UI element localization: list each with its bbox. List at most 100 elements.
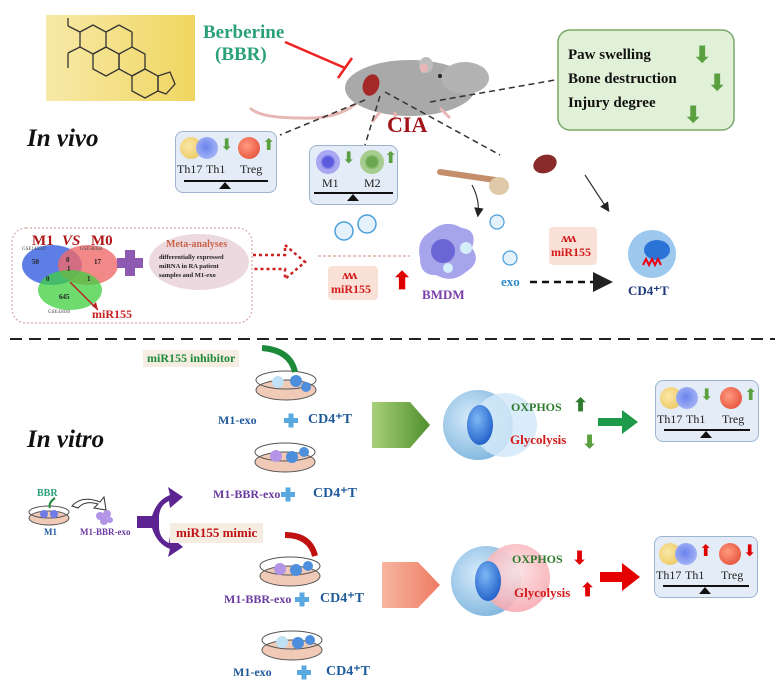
venn-count: 1 — [67, 265, 71, 273]
venn-title-m0: M0 — [91, 233, 113, 249]
cd4-label: CD4⁺T — [628, 283, 669, 298]
dish-left-label: M1-BBR-exo — [213, 487, 281, 501]
mouse-illustration — [248, 57, 489, 123]
dish-right-label: CD4⁺T — [308, 412, 352, 427]
exo-label: exo — [501, 274, 520, 289]
glycolysis-label: Glycolysis — [510, 432, 567, 447]
branching-arrow — [137, 487, 183, 557]
th1-cell-icon — [676, 387, 698, 409]
inhibitor-arrow — [261, 345, 298, 373]
treg-cell-icon — [238, 137, 260, 159]
th17-label: Th17 — [177, 162, 203, 176]
in-vivo-title: In vivo — [27, 125, 99, 152]
m2-cell-icon — [360, 150, 384, 174]
outcome-injury-degree: Injury degree — [568, 95, 656, 111]
connector-lines — [279, 79, 556, 156]
up-arrow-icon: ⬆ — [384, 150, 398, 167]
down-arrow-icon: ⬇ — [708, 70, 727, 95]
outcome-paw-swelling: Paw swelling — [568, 47, 651, 63]
down-arrow-icon: ⬇ — [582, 432, 598, 452]
tcell-result-card-upper: ⬇ ⬆ Th17 Th1 Treg — [655, 380, 759, 442]
meta-line: miRNA in RA patient — [159, 263, 219, 270]
fulcrum-icon — [347, 194, 359, 201]
plus-icon — [117, 250, 143, 276]
down-arrow-icon: ⬇ — [220, 137, 234, 154]
dish-right-label: CD4⁺T — [320, 591, 364, 606]
balance-beam — [184, 180, 268, 182]
meta-title: Meta-analyses — [166, 239, 228, 250]
treg-cell-icon — [720, 387, 742, 409]
red-result-arrow — [600, 563, 640, 591]
oxphos-label: OXPHOS — [512, 552, 563, 566]
glycolysis-label: Glycolysis — [514, 585, 571, 600]
macrophage-balance-card: ⬇ ⬆ M1 M2 — [309, 145, 398, 205]
balance-beam — [663, 585, 749, 587]
down-arrow-icon: ⬇ — [693, 42, 712, 67]
meta-line: samples and M1-exo — [159, 272, 216, 279]
venn-count: 0 — [66, 256, 70, 264]
outcome-bone-destruction: Bone destruction — [568, 71, 677, 87]
venn-set-label: GSE58458 — [80, 247, 102, 252]
exosome-cluster — [96, 510, 113, 525]
bmdm-label: BMDM — [422, 287, 465, 302]
th1-label: Th1 — [686, 412, 706, 426]
venn-title-vs: VS — [62, 233, 81, 249]
th17-label: Th17 — [657, 412, 683, 426]
mir155-label: miR155 — [331, 282, 371, 296]
salmon-chevron-arrow — [382, 562, 440, 608]
oxphos-label: OXPHOS — [511, 400, 562, 414]
venn-mir155-label: miR155 — [92, 307, 132, 321]
in-vitro-title: In vitro — [27, 426, 105, 453]
m1-cell-icon — [316, 150, 340, 174]
mir155-box-mid: ʌʌʌ miR155 — [549, 227, 597, 265]
green-result-arrow — [598, 410, 638, 434]
th17-label: Th17 — [656, 568, 682, 582]
compound-abbrev: (BBR) — [215, 44, 267, 65]
up-arrow-icon: ⬆ — [744, 387, 758, 404]
mimic-arrow — [284, 532, 318, 557]
treg-label: Treg — [721, 568, 744, 582]
bbr-label: BBR — [37, 488, 58, 499]
up-arrow-icon: ⬆ — [580, 580, 596, 600]
venn-count: 645 — [59, 293, 70, 301]
cia-label: CIA — [387, 112, 428, 137]
dish-left-label: M1-exo — [218, 413, 257, 427]
m1-bbr-exo-label: M1-BBR-exo — [80, 527, 131, 537]
m2-label: M2 — [364, 176, 381, 190]
balance-beam — [664, 429, 750, 431]
th1-label: Th1 — [206, 162, 226, 176]
venn-container — [11, 227, 253, 324]
culture-dish — [259, 556, 321, 587]
down-arrow-icon: ⬇ — [700, 387, 714, 404]
th1-cell-icon — [675, 543, 697, 565]
up-arrow-icon: ⬆ — [573, 395, 589, 415]
down-arrow-icon: ⬇ — [743, 543, 757, 560]
mir155-label: miR155 — [551, 245, 591, 259]
treg-label: Treg — [240, 162, 263, 176]
balance-beam — [314, 192, 393, 194]
curved-arrow-icon — [71, 495, 107, 511]
down-arrow-icon: ⬇ — [684, 102, 703, 127]
m1-dish — [28, 505, 70, 526]
meta-analysis-ellipse — [149, 234, 249, 290]
mir155-mimic-label: miR155 mimic — [170, 523, 264, 543]
fulcrum-icon — [700, 431, 712, 438]
tcell-result-card-lower: ⬆ ⬇ Th17 Th1 Treg — [654, 536, 758, 598]
up-arrow-icon: ⬆ — [262, 137, 276, 154]
tcell-balance-card: ⬇ ⬆ Th17 Th1 Treg — [175, 131, 277, 193]
culture-dish — [261, 630, 323, 661]
metabolic-cell-lower — [451, 544, 550, 616]
up-arrow-icon: ⬆ — [699, 543, 713, 560]
dish-left-label: M1-exo — [233, 665, 272, 679]
dish-right-label: CD4⁺T — [313, 486, 357, 501]
compound-name: Berberine — [203, 22, 285, 43]
dotted-arrow — [253, 242, 307, 282]
outcomes-box — [557, 29, 735, 131]
dish-left-label: M1-BBR-exo — [224, 592, 292, 606]
bmdm-cell — [419, 223, 476, 279]
berberine-structure — [46, 15, 195, 101]
fulcrum-icon — [699, 587, 711, 594]
exosome-icons — [334, 214, 518, 266]
th1-cell-icon — [196, 137, 218, 159]
plus-icon — [281, 413, 311, 680]
